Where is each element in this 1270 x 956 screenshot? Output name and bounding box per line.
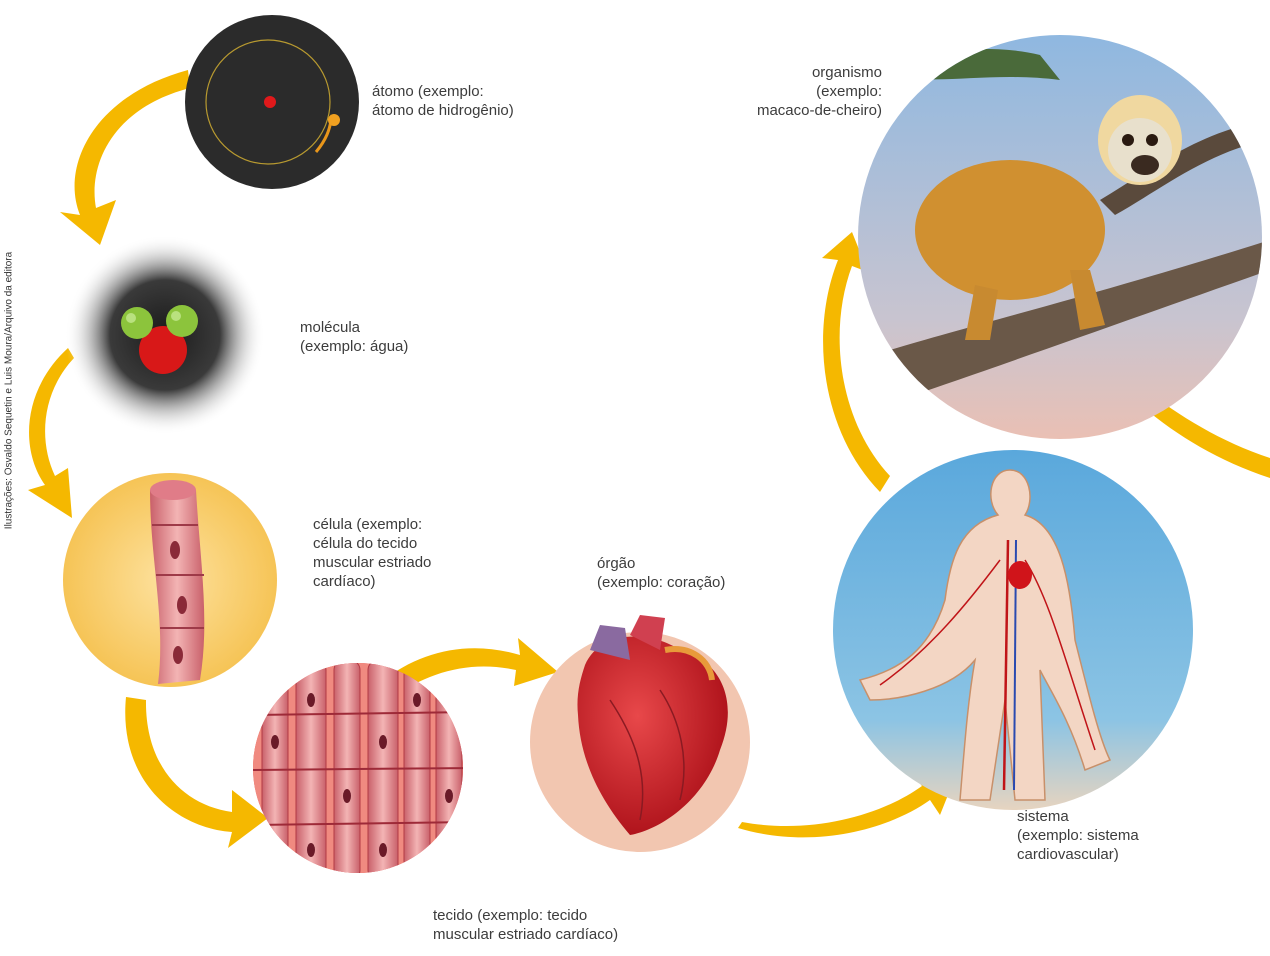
atom-illustration (185, 15, 359, 189)
label-celula: célula (exemplo: célula do tecido muscul… (313, 515, 431, 591)
system-illustration (833, 450, 1193, 810)
arrow-cell-to-tissue (125, 697, 268, 848)
label-tecido: tecido (exemplo: tecido muscular estriad… (433, 906, 618, 944)
cell-illustration (63, 473, 277, 687)
label-orgao: órgão (exemplo: coração) (597, 554, 725, 592)
organism-illustration (858, 35, 1270, 439)
organ-illustration (530, 615, 750, 852)
arrow-molecule-to-cell (28, 348, 74, 518)
molecule-illustration (65, 235, 265, 435)
label-organismo: organismo (exemplo: macaco-de-cheiro) (700, 63, 882, 120)
label-molecula: molécula (exemplo: água) (300, 318, 408, 356)
illustration-credit: Ilustrações: Osvaldo Sequetin e Luis Mou… (4, 206, 15, 576)
label-atomo: átomo (exemplo: átomo de hidrogênio) (372, 82, 514, 120)
arrow-atom-to-molecule (60, 70, 190, 245)
tissue-illustration (250, 660, 470, 880)
label-sistema: sistema (exemplo: sistema cardiovascular… (1017, 807, 1139, 864)
